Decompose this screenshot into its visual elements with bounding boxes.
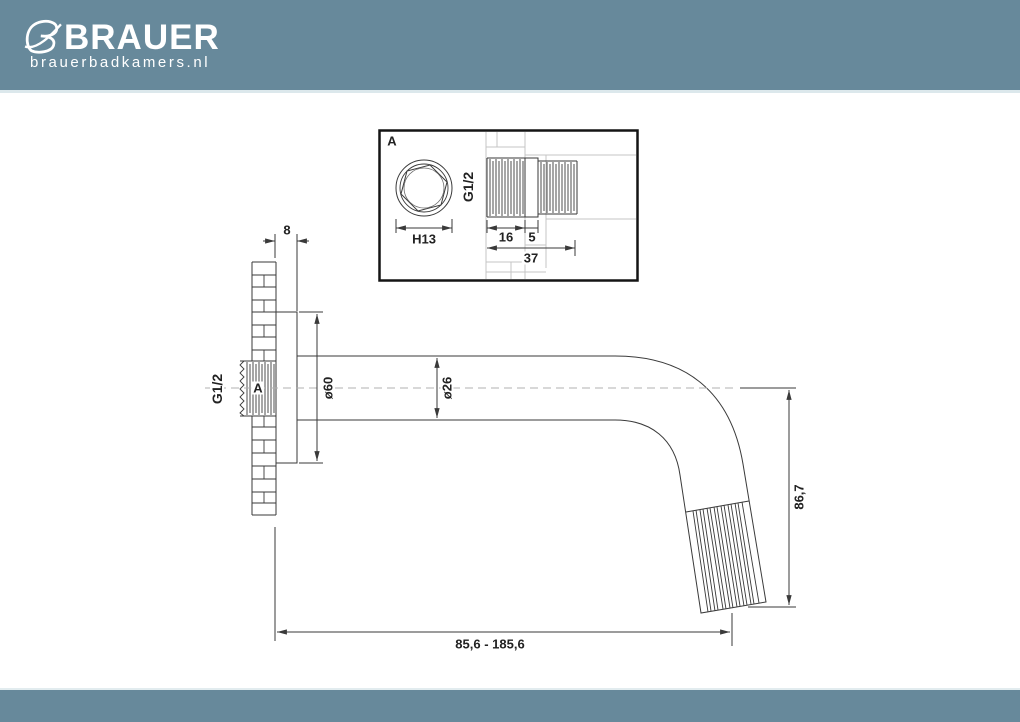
detail-dimensions xyxy=(486,220,576,256)
dim-26-label: ø26 xyxy=(439,374,455,402)
dim-16-label: 16 xyxy=(496,229,516,245)
brand-domain: brauerbadkamers.nl xyxy=(30,54,211,71)
detail-thread-label: G1/2 xyxy=(460,169,476,205)
dim-867-label: 86,7 xyxy=(791,482,807,512)
footer-edge xyxy=(0,688,1020,690)
wall-section xyxy=(251,261,277,516)
spout-body xyxy=(296,355,767,614)
detail-box xyxy=(378,129,639,282)
footer-band xyxy=(0,690,1020,722)
dim-867 xyxy=(740,387,796,608)
hex-dim-label: H13 xyxy=(410,231,438,247)
header-band: BRAUER brauerbadkamers.nl xyxy=(0,0,1020,90)
detail-view-label: A xyxy=(387,133,397,149)
brand-title: BRAUER xyxy=(64,17,220,57)
dim-60 xyxy=(299,311,323,464)
dim-8 xyxy=(263,234,309,311)
brauer-logo: BRAUER xyxy=(24,18,220,56)
dim-37-label: 37 xyxy=(521,250,541,266)
header-edge xyxy=(0,90,1020,93)
dim-length-label: 85,6 - 185,6 xyxy=(453,636,527,652)
dim-60-label: ø60 xyxy=(320,374,336,402)
knurl-ribs xyxy=(692,501,760,613)
inlet-thread-label: G1/2 xyxy=(209,371,225,407)
dim-length xyxy=(274,527,733,646)
hex-end-view xyxy=(395,159,453,217)
thread-side-view xyxy=(486,157,578,218)
dim-5-label: 5 xyxy=(526,229,538,245)
dim-8-label: 8 xyxy=(281,222,293,238)
inlet-marker-label: A xyxy=(251,380,265,396)
brauer-swirl-b-icon xyxy=(24,20,62,54)
h13-dimension xyxy=(395,219,453,233)
